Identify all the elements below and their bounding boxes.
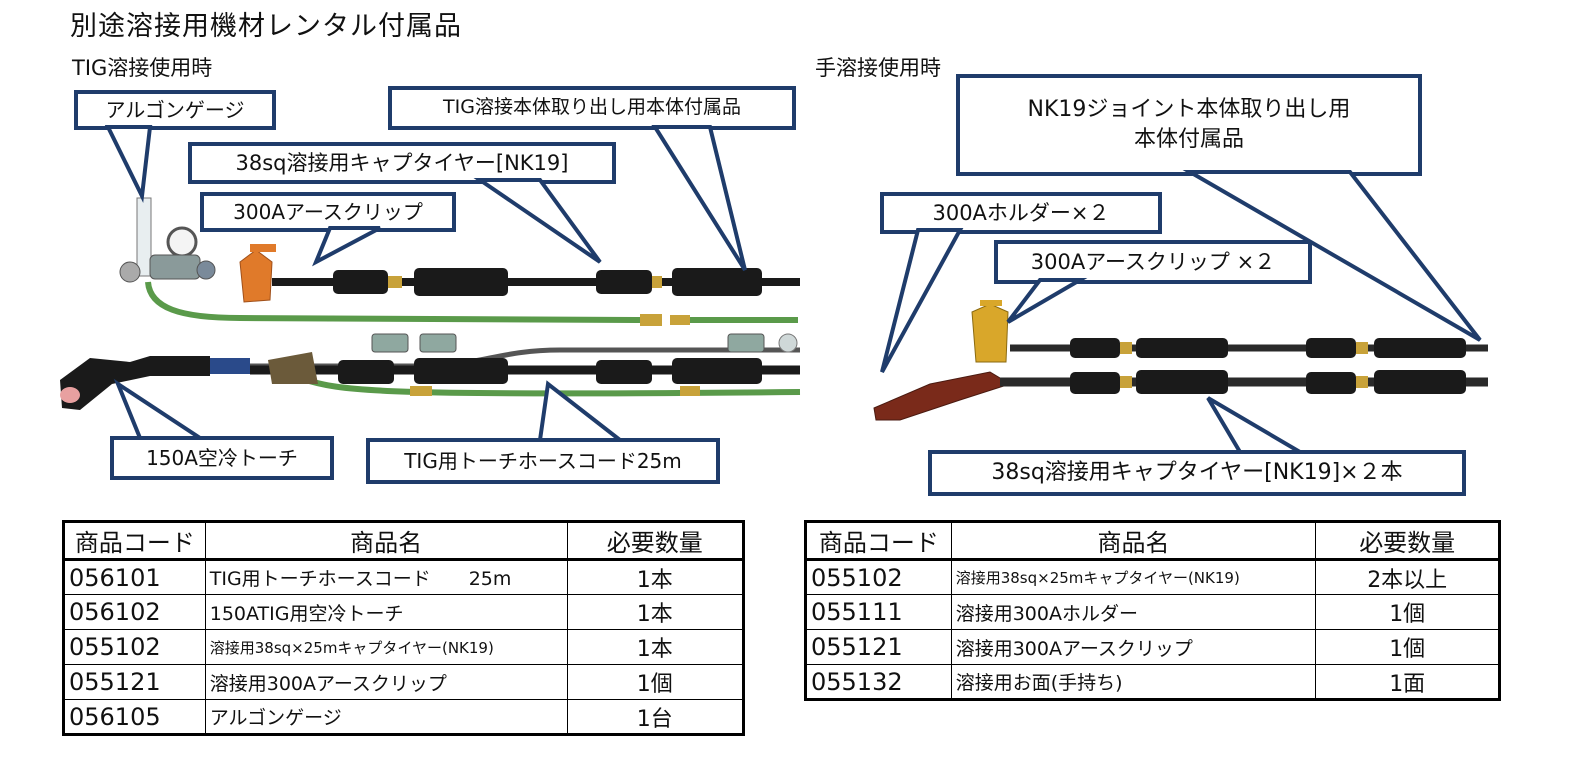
cell-code: 055102: [805, 559, 952, 595]
cell-qty: 1個: [1315, 629, 1500, 665]
callout-tig-cabtire: 38sq溶接用キャプタイヤー[NK19]: [188, 142, 616, 184]
callout-nk19-body-parts: NK19ジョイント本体取り出し用 本体付属品: [956, 74, 1422, 176]
table-header-row: 商品コード 商品名 必要数量: [805, 521, 1500, 561]
tig-torch-image: [60, 356, 250, 410]
tig-earth-clip-image: [239, 244, 276, 303]
manual-clip-image: [971, 300, 1009, 363]
cell-name: 150ATIG用空冷トーチ: [204, 594, 568, 630]
tig-section-heading: TIG溶接使用時: [72, 56, 213, 80]
cell-code: 055111: [805, 594, 952, 630]
cell-qty: 1本: [566, 594, 745, 630]
callout-manual-cabtire: 38sq溶接用キャプタイヤー[NK19]×２本: [928, 450, 1466, 496]
manual-section-heading: 手溶接使用時: [815, 56, 941, 80]
callout-tig-body-parts: TIG溶接本体取り出し用本体付属品: [388, 86, 796, 130]
cell-code: 055121: [63, 664, 206, 700]
cell-code: 055102: [63, 629, 206, 665]
manual-parts-table: 商品コード 商品名 必要数量 055102 溶接用38sq×25mキャプタイヤー…: [804, 520, 1501, 701]
header-code: 商品コード: [805, 521, 952, 561]
header-name: 商品名: [950, 521, 1317, 561]
cell-code: 056102: [63, 594, 206, 630]
page-title: 別途溶接用機材レンタル付属品: [70, 11, 462, 42]
header-name: 商品名: [204, 521, 568, 561]
cell-qty: 2本以上: [1315, 559, 1500, 595]
callout-manual-earth-clip: 300Aアースクリップ ×２: [994, 240, 1312, 284]
cell-name: 溶接用38sq×25mキャプタイヤー(NK19): [204, 629, 568, 665]
cell-name: TIG用トーチホースコード 25m: [204, 559, 568, 595]
header-qty: 必要数量: [566, 521, 745, 561]
table-row: 055102 溶接用38sq×25mキャプタイヤー(NK19) 2本以上: [805, 559, 1500, 595]
cell-name: 溶接用300Aホルダー: [950, 594, 1317, 630]
table-row: 055111 溶接用300Aホルダー 1個: [805, 594, 1500, 630]
table-row: 056105 アルゴンゲージ 1台: [63, 699, 745, 735]
callout-manual-holder: 300Aホルダー×２: [880, 192, 1162, 234]
cell-code: 055121: [805, 629, 952, 665]
cell-qty: 1面: [1315, 664, 1500, 700]
cell-qty: 1個: [1315, 594, 1500, 630]
cell-name: 溶接用300Aアースクリップ: [950, 629, 1317, 665]
callout-tig-torch: 150A空冷トーチ: [110, 436, 334, 480]
callout-tig-earth-clip: 300Aアースクリップ: [200, 192, 456, 232]
callout-argon-gauge: アルゴンゲージ: [74, 90, 276, 130]
table-row: 055132 溶接用お面(手持ち) 1面: [805, 664, 1500, 700]
cell-qty: 1個: [566, 664, 745, 700]
table-row: 055121 溶接用300Aアースクリップ 1個: [63, 664, 745, 700]
cell-qty: 1台: [566, 699, 745, 735]
cell-name: アルゴンゲージ: [204, 699, 568, 735]
cell-name: 溶接用300Aアースクリップ: [204, 664, 568, 700]
table-row: 056102 150ATIG用空冷トーチ 1本: [63, 594, 745, 630]
cell-name: 溶接用お面(手持ち): [950, 664, 1317, 700]
callout-tig-hose: TIG用トーチホースコード25m: [366, 438, 720, 484]
table-row: 055102 溶接用38sq×25mキャプタイヤー(NK19) 1本: [63, 629, 745, 665]
cell-name: 溶接用38sq×25mキャプタイヤー(NK19): [950, 559, 1317, 595]
header-code: 商品コード: [63, 521, 206, 561]
table-header-row: 商品コード 商品名 必要数量: [63, 521, 745, 561]
cell-code: 055132: [805, 664, 952, 700]
cell-code: 056101: [63, 559, 206, 595]
table-row: 056101 TIG用トーチホースコード 25m 1本: [63, 559, 745, 595]
cell-code: 056105: [63, 699, 206, 735]
cell-qty: 1本: [566, 559, 745, 595]
argon-gauge-image: [119, 197, 216, 283]
manual-holder-image: [873, 371, 1012, 421]
cell-qty: 1本: [566, 629, 745, 665]
table-row: 055121 溶接用300Aアースクリップ 1個: [805, 629, 1500, 665]
tig-parts-table: 商品コード 商品名 必要数量 056101 TIG用トーチホースコード 25m …: [62, 520, 745, 736]
header-qty: 必要数量: [1315, 521, 1500, 561]
